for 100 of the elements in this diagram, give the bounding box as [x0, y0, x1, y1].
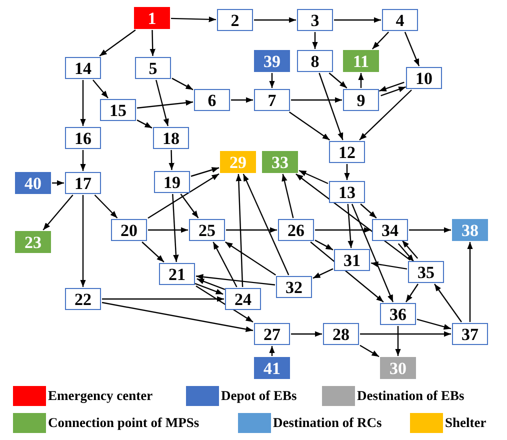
node-number: 37 [462, 326, 478, 342]
arrow [196, 278, 226, 290]
node-box [382, 9, 418, 31]
node-number: 31 [344, 252, 360, 268]
arrow [80, 150, 86, 171]
node-box [323, 323, 359, 345]
colored-node-box [254, 357, 290, 379]
node-number: 26 [288, 222, 304, 238]
arrow [180, 194, 199, 218]
node-number: 4 [396, 12, 404, 28]
node-box [276, 276, 312, 298]
arrow [136, 120, 152, 128]
arrow [148, 227, 188, 233]
node-number: 39 [264, 52, 280, 70]
node-number: 38 [462, 222, 478, 238]
node-box [189, 219, 225, 241]
node-box [135, 57, 171, 79]
arrow [406, 284, 418, 302]
node-number: 16 [74, 130, 92, 146]
legend-label: Shelter [445, 414, 486, 432]
arrow [380, 86, 406, 96]
legend-label: Destination of RCs [273, 414, 382, 432]
colored-node-box [220, 151, 256, 173]
arrow [404, 32, 420, 66]
node-box [159, 263, 195, 285]
node-number: 19 [164, 174, 180, 190]
node-number: 20 [120, 222, 138, 238]
arrow [194, 282, 224, 295]
node-number: 36 [390, 306, 406, 322]
node-box [343, 89, 379, 111]
node-number: 11 [352, 52, 370, 70]
arrow [378, 82, 404, 92]
arrow [416, 318, 452, 330]
arrow [360, 331, 451, 337]
node-number: 28 [332, 326, 350, 342]
colored-node-box [15, 172, 51, 194]
node-number: 29 [230, 154, 246, 170]
arrow [99, 30, 136, 56]
node-box [329, 181, 365, 203]
arrow [288, 112, 330, 140]
node-box [254, 89, 290, 111]
colored-node-box [452, 219, 488, 241]
node-box [225, 288, 261, 310]
arrow [398, 243, 414, 262]
node-box [194, 89, 230, 111]
arrow [80, 80, 86, 126]
arrow [170, 16, 216, 22]
node-box [254, 323, 290, 345]
legend-label: Destination of EBs [357, 387, 464, 405]
node-number: 34 [382, 222, 398, 238]
arrow [358, 73, 364, 88]
node-number: 22 [74, 290, 92, 308]
node-number: 30 [390, 360, 406, 376]
arrow [254, 17, 296, 23]
node-number: 5 [148, 60, 158, 76]
arrow [52, 180, 64, 186]
arrow [291, 97, 342, 103]
node-box [329, 141, 365, 163]
arrow [344, 164, 350, 180]
node-number: 14 [74, 60, 92, 76]
node-number: 12 [338, 144, 356, 160]
arrow [236, 174, 244, 288]
node-box [217, 9, 253, 31]
node-number: 13 [338, 184, 356, 200]
node-number: 7 [268, 92, 276, 108]
arrow [102, 296, 224, 302]
node-number: 6 [208, 92, 216, 108]
arrow [269, 346, 275, 356]
node-number: 24 [234, 290, 252, 308]
arrow [351, 204, 394, 302]
arrow [212, 242, 238, 288]
arrow [372, 32, 390, 50]
node-number: 40 [24, 174, 42, 192]
node-number: 8 [310, 52, 320, 70]
colored-node-box [262, 151, 298, 173]
node-number: 32 [286, 278, 302, 296]
arrow [370, 261, 408, 270]
arrow [231, 97, 253, 103]
arrow [168, 150, 174, 170]
arrow [226, 227, 277, 233]
arrow [92, 80, 108, 98]
arrow [190, 167, 220, 177]
node-number: 2 [230, 12, 240, 28]
arrow [142, 242, 164, 262]
arrow [102, 302, 254, 332]
node-box [334, 249, 370, 271]
node-number: 35 [418, 264, 434, 280]
arrow [314, 240, 334, 250]
node-box [297, 50, 333, 72]
arrow [150, 30, 156, 56]
node-box [278, 219, 314, 241]
arrow [242, 174, 290, 276]
node-number: 33 [272, 154, 288, 170]
arrow [282, 174, 294, 218]
arrow [42, 194, 74, 230]
arrow [409, 227, 451, 233]
arrow [172, 78, 194, 90]
arrow [148, 173, 220, 219]
arrow [156, 80, 169, 126]
node-box [406, 67, 442, 89]
